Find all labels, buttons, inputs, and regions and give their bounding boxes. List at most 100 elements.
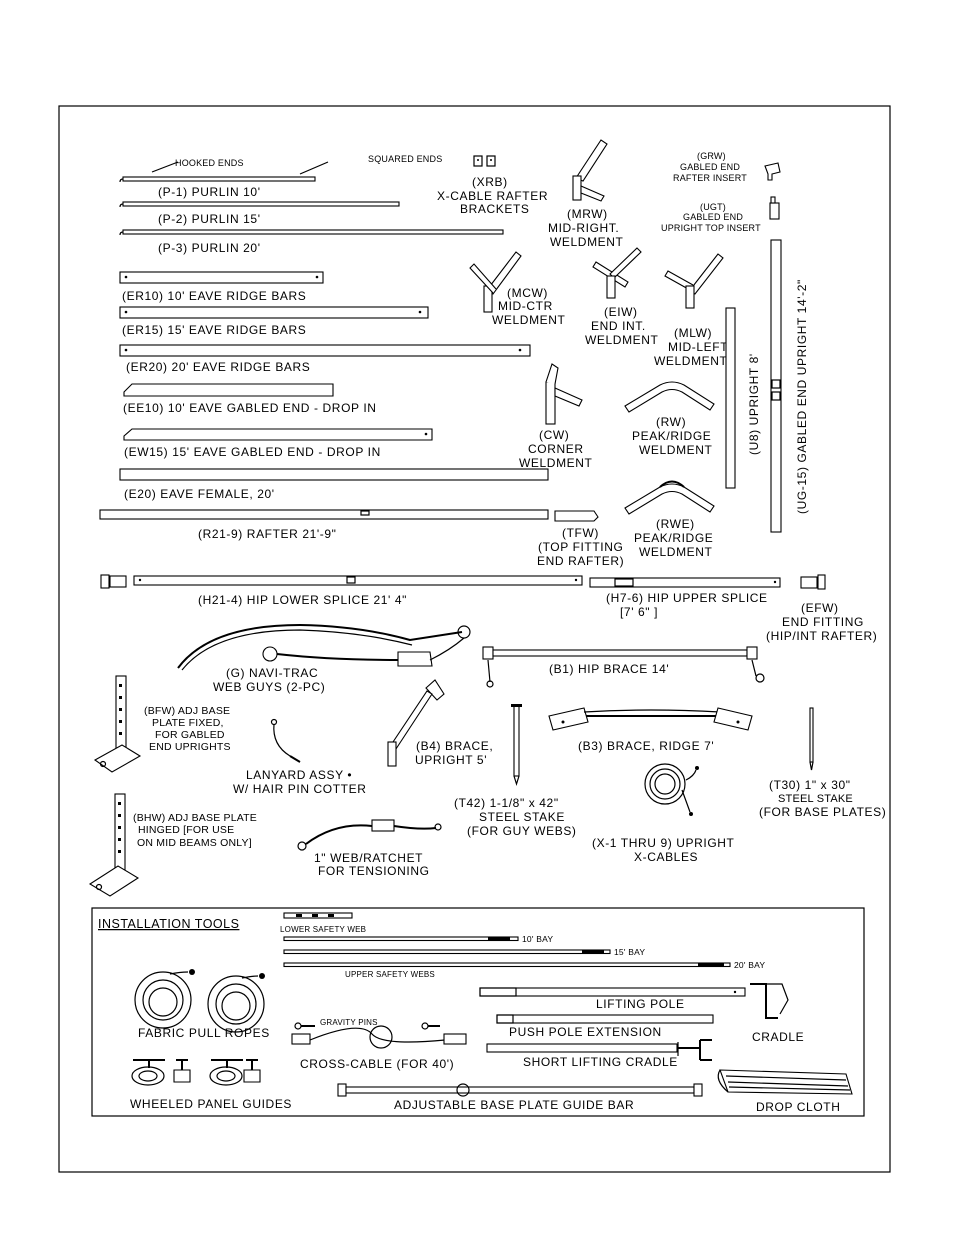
tfw-label-2: (TOP FITTING (538, 540, 623, 554)
bay-10-label: 10' BAY (522, 934, 553, 944)
t42-label-2: STEEL STAKE (479, 810, 565, 824)
push-pole-label: PUSH POLE EXTENSION (509, 1025, 662, 1039)
cw-weldment-icon (545, 363, 583, 425)
mcw-weldment-icon (469, 251, 522, 313)
bay-20-label: 20' BAY (734, 960, 765, 970)
upper-safety-webs-label: UPPER SAFETY WEBS (345, 970, 435, 979)
fabric-pull-ropes-label: FABRIC PULL ROPES (138, 1026, 270, 1040)
navi-trac-web-guy-part (177, 623, 471, 671)
eiw-weldment-icon (592, 247, 642, 299)
mlw-weldment-icon (664, 253, 724, 309)
eiw-label-1: (EIW) (604, 305, 638, 319)
efw-label-3: (HIP/INT RAFTER) (766, 629, 877, 643)
rwe-peak-weldment-icon (624, 480, 715, 515)
er20-label: (ER20) 20' EAVE RIDGE BARS (126, 360, 310, 374)
purlin-p2-label: (P-2) PURLIN 15' (158, 212, 261, 226)
eiw-label-3: WELDMENT (585, 333, 659, 347)
er15-label: (ER15) 15' EAVE RIDGE BARS (122, 323, 306, 337)
ugt-label-3: UPRIGHT TOP INSERT (661, 223, 761, 233)
xrb-bracket-icon (473, 155, 496, 167)
b4-label-1: (B4) BRACE, (416, 739, 493, 753)
tfw-fitting-icon (554, 510, 599, 522)
x-cable-coil-icon (644, 763, 699, 816)
lanyard-icon (270, 718, 301, 763)
rw-label-2: PEAK/RIDGE (632, 429, 711, 443)
ew15-bar-part (123, 428, 433, 441)
grw-label-3: RAFTER INSERT (673, 173, 747, 183)
web-ratchet-label-1: 1" WEB/RATCHET (314, 851, 423, 865)
rwe-label-1: (RWE) (656, 517, 695, 531)
b3-ridge-brace-part (548, 707, 753, 731)
mrw-weldment-icon (572, 139, 608, 202)
efw-label-2: END FITTING (782, 615, 864, 629)
t30-label-3: (FOR BASE PLATES) (759, 805, 886, 819)
gravity-pins-icon (294, 1022, 440, 1030)
tfw-label-1: (TFW) (562, 526, 599, 540)
grw-insert-icon (764, 162, 781, 181)
lifting-pole-label: LIFTING POLE (596, 997, 685, 1011)
mrw-label-1: (MRW) (567, 207, 608, 221)
guide-bar-tool (337, 1083, 703, 1097)
cradle-label: CRADLE (752, 1030, 804, 1044)
b3-label: (B3) BRACE, RIDGE 7' (578, 739, 714, 753)
ew15-label: (EW15) 15' EAVE GABLED END - DROP IN (124, 445, 381, 459)
rw-label-3: WELDMENT (639, 443, 713, 457)
fabric-pull-rope-left-icon (134, 969, 195, 1029)
drop-cloth-icon (717, 1069, 853, 1095)
t42-label-1: (T42) 1-1/8" x 42" (454, 796, 559, 810)
b4-label-2: UPRIGHT 5' (415, 753, 487, 767)
installation-tools-title: INSTALLATION TOOLS (98, 917, 239, 931)
page-frame (58, 105, 891, 1173)
h7-label-1: (H7-6) HIP UPPER SPLICE (606, 591, 768, 605)
xrb-label-3: BRACKETS (460, 202, 529, 216)
purlin-p3-label: (P-3) PURLIN 20' (158, 241, 261, 255)
r21-rafter-part (99, 509, 549, 520)
ug15-label: (UG-15) GABLED END UPRIGHT 14'-2" (795, 279, 809, 514)
h7-splice-part (589, 577, 781, 588)
purlin-p3-part (119, 229, 504, 236)
t42-stake-part (511, 704, 522, 787)
purlin-p1-label: (P-1) PURLIN 10' (158, 185, 261, 199)
push-pole-extension-tool (496, 1014, 714, 1024)
grw-label-2: GABLED END (680, 162, 740, 172)
lanyard-label-2: W/ HAIR PIN COTTER (233, 782, 366, 796)
t30-stake-part (809, 707, 814, 771)
ugt-insert-icon (769, 196, 780, 220)
wheeled-panel-guides-label: WHEELED PANEL GUIDES (130, 1097, 292, 1111)
b4-brace-part (387, 679, 445, 767)
bhw-base-plate-part (88, 793, 140, 897)
mcw-label-1: (MCW) (507, 286, 548, 300)
mlw-label-2: MID-LEFT (668, 340, 728, 354)
tfw-label-3: END RAFTER) (537, 554, 624, 568)
ee10-bar-part (123, 383, 334, 397)
cw-label-3: WELDMENT (519, 456, 593, 470)
wheeled-panel-guide-left-icon (131, 1059, 191, 1086)
lanyard-label-1: LANYARD ASSY • (246, 768, 352, 782)
bfw-base-plate-part (93, 675, 142, 773)
rw-label-1: (RW) (656, 415, 686, 429)
bfw-label-1: (BFW) ADJ BASE (144, 705, 230, 717)
bfw-label-4: END UPRIGHTS (149, 741, 231, 753)
bfw-label-2: PLATE FIXED, (152, 717, 224, 729)
t30-label-2: STEEL STAKE (778, 793, 853, 805)
bhw-label-2: HINGED [FOR USE (138, 824, 234, 836)
short-lifting-cradle-label: SHORT LIFTING CRADLE (523, 1055, 678, 1069)
lifting-pole-tool (479, 987, 746, 997)
lower-safety-web-label: LOWER SAFETY WEB (280, 925, 366, 934)
b1-label: (B1) HIP BRACE 14' (549, 662, 669, 676)
er10-bar-part (119, 271, 324, 284)
mlw-label-3: WELDMENT (654, 354, 728, 368)
mlw-label-1: (MLW) (674, 326, 712, 340)
t42-label-3: (FOR GUY WEBS) (467, 824, 577, 838)
mrw-label-2: MID-RIGHT. (548, 221, 619, 235)
gravity-pins-label: GRAVITY PINS (320, 1018, 378, 1027)
x-cable-label-1: (X-1 THRU 9) UPRIGHT (592, 836, 735, 850)
bay-15-label: 15' BAY (614, 947, 645, 957)
cross-cable-label: CROSS-CABLE (FOR 40') (300, 1057, 454, 1071)
installation-tools-box (91, 907, 865, 1117)
efw-fitting-icon (800, 574, 826, 590)
t30-label-1: (T30) 1" x 30" (769, 778, 851, 792)
hooked-ends-label: HOOKED ENDS (175, 158, 244, 168)
e20-label: (E20) EAVE FEMALE, 20' (124, 487, 275, 501)
